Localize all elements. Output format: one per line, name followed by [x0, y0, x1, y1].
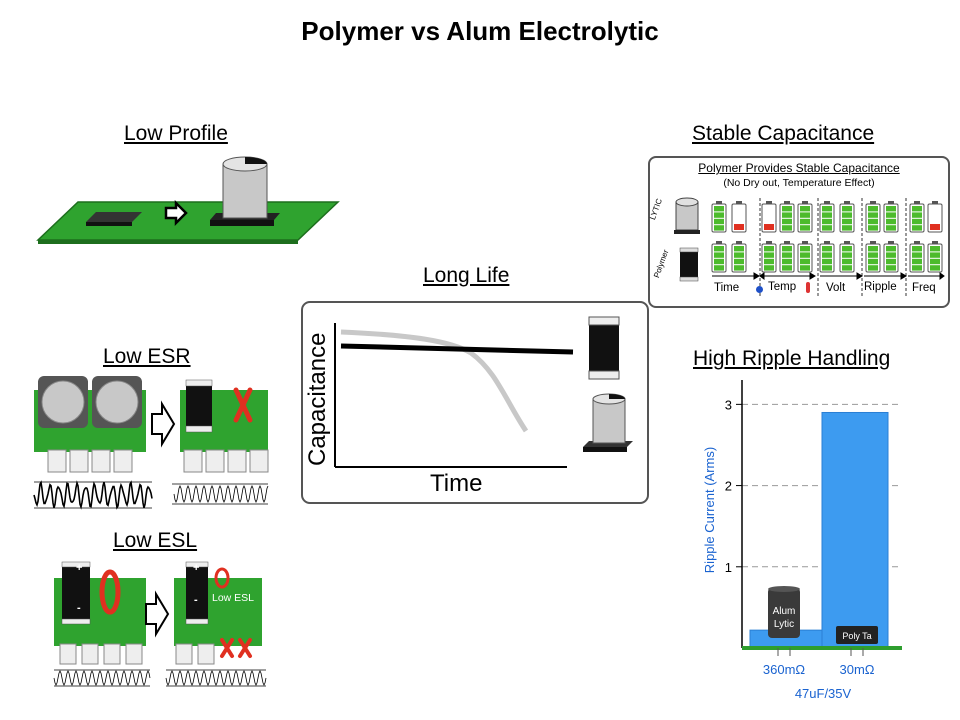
long-life-xlabel: Time: [430, 470, 483, 497]
axis-label-freq: Freq: [912, 282, 936, 294]
battery-icon: [839, 241, 855, 273]
heading-stable-capacitance: Stable Capacitance: [692, 122, 875, 145]
battery-icon: [927, 241, 943, 273]
removed-x-icons: [220, 638, 252, 658]
heading-low-esl: Low ESL: [113, 529, 198, 552]
stable-capacitance-panel: Polymer Provides Stable Capacitance (No …: [648, 156, 950, 308]
heading-low-esr: Low ESR: [103, 345, 191, 368]
clean-ripple-waveform: [173, 484, 269, 504]
polymer-chip-capacitor: [588, 316, 620, 380]
category-label: 30mΩ: [839, 662, 874, 677]
battery-icon: [909, 201, 925, 233]
battery-icon: [797, 241, 813, 273]
plus-marker-left: +: [76, 562, 83, 574]
electrolytic-can-capacitor: [583, 393, 633, 452]
battery-icon: [839, 201, 855, 233]
battery-icon: [909, 241, 925, 273]
y-tick-label: 1: [725, 560, 732, 575]
category-label: 360mΩ: [763, 662, 806, 677]
battery-icon: [819, 241, 835, 273]
axis-label-ripple: Ripple: [864, 281, 897, 293]
lytic-can-icon: [674, 197, 700, 234]
polymer-chip-vertical-left: [61, 561, 91, 625]
bar-label-lytic: Lytic: [774, 619, 794, 630]
electrolytic-cap-1: [38, 376, 88, 428]
battery-icon: [927, 201, 943, 233]
bar-label-alum: Alum: [773, 606, 796, 617]
esl-waveform-right: [165, 670, 267, 686]
slide-title: Polymer vs Alum Electrolytic: [301, 16, 659, 46]
low-profile-illustration: [36, 156, 340, 244]
y-axis-title: Ripple Current (Arms): [702, 447, 717, 573]
y-tick-label: 3: [725, 397, 732, 412]
x-axis-title: 47uF/35V: [795, 686, 852, 701]
battery-icon: [819, 201, 835, 233]
removed-x-icon: [233, 387, 253, 423]
battery-icon: [797, 201, 813, 233]
minus-marker-left: -: [77, 602, 81, 614]
battery-icon: [711, 241, 727, 273]
battery-icon: [883, 241, 899, 273]
battery-icon: [761, 201, 777, 233]
long-life-ylabel: Capacitance: [304, 332, 331, 466]
esl-waveform-left: [53, 670, 151, 686]
heading-long-life: Long Life: [423, 264, 510, 287]
long-life-chart: [334, 316, 633, 468]
battery-icon: [711, 201, 727, 233]
bar-label-polyta: Poly Ta: [842, 631, 871, 641]
polymer-chip-capacitor: [86, 212, 142, 226]
pcb-board: [36, 201, 340, 241]
y-tick-label: 2: [725, 479, 732, 494]
electrolytic-can-capacitor: [210, 156, 280, 226]
cold-thermometer-icon: [756, 286, 763, 293]
polymer-stable-line: [340, 343, 574, 355]
minus-marker-right: -: [194, 594, 198, 606]
panel-subtitle: (No Dry out, Temperature Effect): [723, 177, 875, 189]
battery-icon: [865, 201, 881, 233]
battery-icon: [865, 241, 881, 273]
arrow-right-icon: [164, 199, 188, 227]
polymer-chip-vertical-right: [185, 561, 209, 625]
bar-2: [821, 411, 889, 649]
battery-icon: [779, 201, 795, 233]
battery-icon: [883, 201, 899, 233]
low-esl-illustration: [53, 561, 267, 687]
small-current-loop-icon: [214, 567, 230, 589]
hot-thermometer-icon: [806, 282, 810, 293]
low-esl-label: Low ESL: [212, 592, 255, 604]
low-esr-illustration: [33, 376, 269, 510]
heading-low-profile: Low Profile: [124, 122, 228, 145]
polymer-chip-icon: [679, 247, 699, 282]
electrolytic-cap-2: [92, 376, 142, 428]
battery-icon: [779, 241, 795, 273]
poly-ta-chip-icon: Poly Ta: [836, 626, 878, 644]
large-current-loop-icon: [99, 569, 121, 615]
axis-label-temp: Temp: [768, 281, 797, 293]
arrow-right-icon: [151, 400, 176, 448]
battery-icon: [731, 201, 747, 233]
panel-title: Polymer Provides Stable Capacitance: [698, 161, 900, 175]
battery-grid: [674, 197, 945, 296]
polymer-chip-capacitor: [185, 379, 213, 433]
axis-label-time: Time: [714, 282, 740, 294]
noisy-ripple-waveform: [33, 480, 153, 510]
axis-label-volt: Volt: [826, 282, 846, 294]
plus-marker-right: +: [193, 562, 200, 574]
battery-icon: [761, 241, 777, 273]
electrolytic-decay-curve: [340, 329, 529, 433]
battery-icon: [731, 241, 747, 273]
arrow-right-icon: [145, 590, 170, 638]
heading-high-ripple: High Ripple Handling: [693, 347, 891, 370]
